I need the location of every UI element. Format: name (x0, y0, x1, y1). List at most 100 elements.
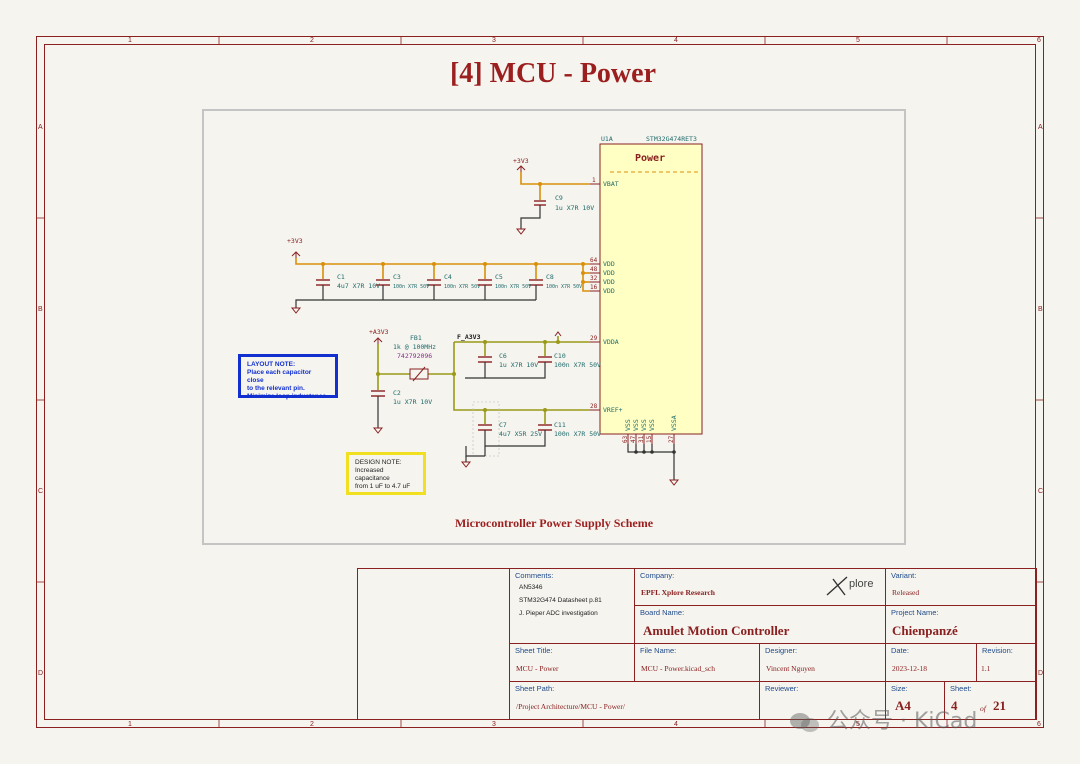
tb-date: 2023-12-18 (892, 664, 927, 673)
tb-revision-label: Revision: (982, 646, 1013, 655)
capacitor-c2[interactable] (371, 390, 385, 397)
c6-value: 1u X7R 10V (499, 361, 538, 369)
layout-note-line: Minimize loop inductance. (247, 393, 328, 400)
tb-comment-1: AN5346 (519, 584, 543, 591)
tb-company: EPFL Xplore Research (641, 588, 715, 597)
tb-revision: 1.1 (981, 664, 991, 673)
c1-value: 4u7 X7R 10V (337, 282, 380, 290)
c5-ref: C5 (495, 273, 503, 281)
junction-dots-vss (634, 450, 676, 454)
label-3v3-top: +3V3 (513, 157, 529, 165)
gnd-symbol (372, 427, 384, 434)
zone-col-5-bottom: 5 (856, 721, 860, 728)
pin-name-vss-47: VSS (632, 419, 640, 431)
tb-date-cell: Date: 2023-12-18 (885, 643, 977, 682)
mcu-part: STM32G474RET3 (646, 135, 697, 143)
pin-num-vbat: 1 (592, 177, 596, 184)
mcu-unit-name: Power (635, 153, 665, 164)
net-vdd-wire[interactable] (295, 258, 590, 292)
pin-name-vdd-48: VDD (603, 269, 615, 277)
pin-num-vss-47: 47 (630, 435, 637, 443)
tb-board: Amulet Motion Controller (643, 623, 790, 638)
pin-name-vssa: VSSA (670, 415, 678, 431)
pin-num-vdda: 29 (590, 335, 598, 342)
junction-dot (376, 372, 380, 376)
c3-value: 100n X7R 50V (393, 284, 429, 290)
tb-date-label: Date: (891, 646, 909, 655)
zone-row-a-right: A (1038, 124, 1043, 131)
net-gnd-vss (627, 444, 675, 480)
pwr-flag-icon (554, 331, 562, 337)
zone-col-1-top: 1 (128, 37, 132, 44)
tb-project: Chienpanzé (892, 623, 958, 638)
tb-designer: Vincent Nguyen (766, 664, 815, 673)
label-3v3-left: +3V3 (287, 237, 303, 245)
c6-ref: C6 (499, 352, 507, 360)
wechat-icon (790, 713, 819, 732)
tb-file-cell: File Name: MCU - Power.kicad_sch (634, 643, 760, 682)
zone-col-3-top: 3 (492, 37, 496, 44)
net-gnd-vdd (295, 285, 537, 308)
tb-sheet-cell: Sheet: 4 of 21 (944, 681, 1037, 720)
tb-board-cell: Board Name: Amulet Motion Controller (634, 605, 886, 644)
pin-name-vdd-16: VDD (603, 287, 615, 295)
pin-num-vss-63: 63 (622, 435, 629, 443)
zone-row-c-right: C (1038, 488, 1044, 495)
tb-size-label: Size: (891, 684, 908, 693)
tb-path: /Project Architecture/MCU - Power/ (516, 702, 625, 711)
sheet-frame-outer (36, 36, 1044, 728)
zone-row-b-left: B (38, 306, 43, 313)
zone-col-1-bottom: 1 (128, 721, 132, 728)
tb-comments-label: Comments: (515, 571, 554, 580)
tb-variant: Released (892, 588, 920, 597)
net-gnd-vdda (465, 362, 546, 379)
net-vbat-wire[interactable] (520, 172, 590, 200)
zone-row-c-left: C (38, 488, 44, 495)
tb-designer-label: Designer: (765, 646, 798, 655)
pin-name-vss-63: VSS (624, 419, 632, 431)
tb-sheet-num: 4 (951, 698, 958, 713)
gnd-symbol (460, 461, 472, 468)
design-note-line: from 1 uF to 4.7 uF (355, 483, 411, 490)
pin-num-vss-31: 31 (638, 435, 645, 443)
zone-row-d-right: D (1038, 670, 1044, 677)
c3-ref: C3 (393, 273, 401, 281)
tb-sheet-title-cell: Sheet Title: MCU - Power (509, 643, 635, 682)
mcu-symbol-body[interactable] (599, 143, 703, 435)
tb-designer-cell: Designer: Vincent Nguyen (759, 643, 886, 682)
zone-col-6-top: 6 (1037, 37, 1041, 44)
zone-col-3-bottom: 3 (492, 721, 496, 728)
tb-variant-label: Variant: (891, 571, 917, 580)
pin-num-vdd-16: 16 (590, 284, 598, 291)
scheme-caption: Microcontroller Power Supply Scheme (454, 516, 654, 530)
power-symbol-3v3-left (291, 251, 301, 258)
c10-value: 100n X7R 50V (554, 361, 601, 369)
tb-project-label: Project Name: (891, 608, 939, 617)
capacitor-c9[interactable] (534, 200, 546, 206)
junction-dots-vdd (321, 262, 585, 284)
xplore-logo-text: plore (849, 578, 874, 590)
pin-name-vss-31: VSS (640, 419, 648, 431)
c7-highlight-box (472, 401, 500, 457)
tb-file-label: File Name: (640, 646, 677, 655)
layout-note: LAYOUT NOTE: Place each capacitor close … (238, 354, 338, 400)
zone-col-5-top: 5 (856, 37, 860, 44)
c9-value: 1u X7R 10V (555, 204, 594, 212)
c4-value: 100n X7R 50V (444, 284, 480, 290)
pin-num-vref: 28 (590, 403, 598, 410)
tb-path-label: Sheet Path: (515, 684, 555, 693)
pin-name-vdd-32: VDD (603, 278, 615, 286)
power-symbol-a3v3 (373, 337, 383, 344)
label-a3v3: +A3V3 (369, 328, 389, 336)
c11-ref: C11 (554, 421, 566, 429)
pin-num-vdd-48: 48 (590, 266, 598, 273)
pin-name-vref: VREF+ (603, 406, 623, 414)
c9-ref: C9 (555, 194, 563, 202)
tb-file: MCU - Power.kicad_sch (641, 664, 715, 673)
net-f-a3v3-wire[interactable] (453, 336, 590, 424)
pin-num-vdd-64: 64 (590, 257, 598, 264)
tb-comment-2: STM32G474 Datasheet p.81 (519, 597, 602, 604)
ferrite-fb1[interactable] (409, 366, 429, 382)
tb-comments-cell: Comments: AN5346 STM32G474 Datasheet p.8… (509, 568, 635, 644)
